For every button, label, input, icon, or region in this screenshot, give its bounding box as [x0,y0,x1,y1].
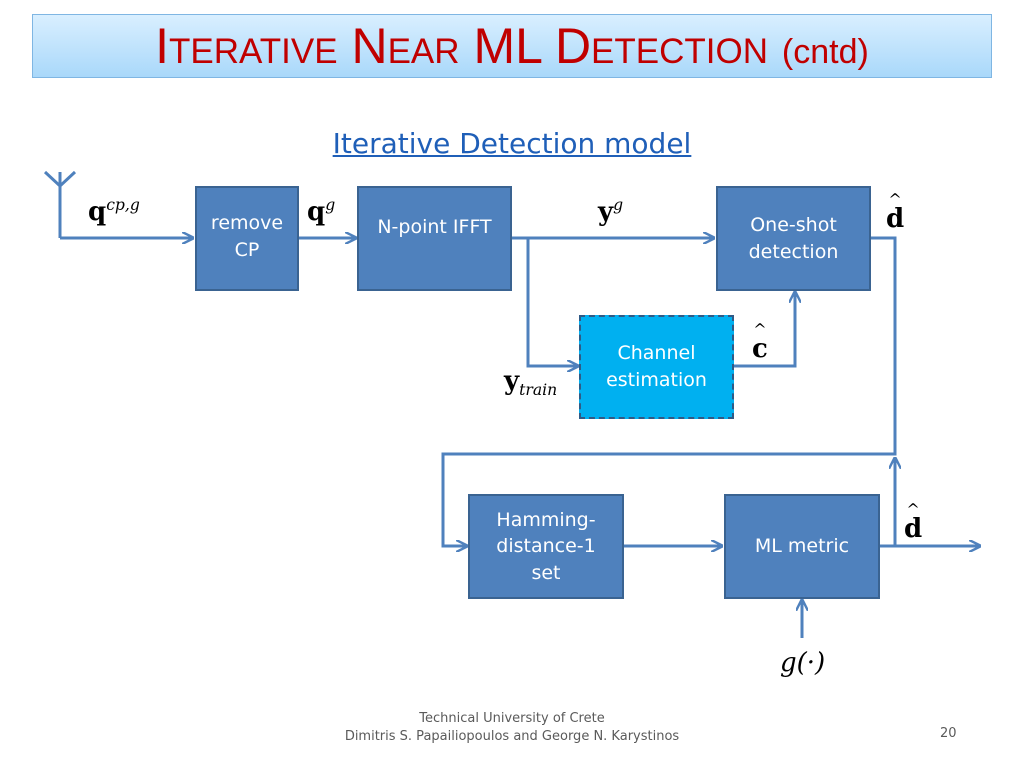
ifft-block: N-point IFFT [357,186,512,291]
one-shot-label: One-shot detection [748,213,839,263]
y-train-label: ytrain [504,366,558,399]
remove-cp-block: remove CP [195,186,299,291]
slide-title-suffix: (cntd) [781,33,869,71]
diagram-subtitle: Iterative Detection model [332,127,692,160]
page-number: 20 [940,726,957,741]
g-function-label: g(·) [780,648,826,678]
channel-estimation-block: Channel estimation [579,315,734,419]
ml-metric-block: ML metric [724,494,880,599]
wire-oneshot-loop [441,236,897,546]
wire-feedback [880,458,895,548]
ml-metric-label: ML metric [754,535,850,558]
q-cp-g-label: qcp,g [88,196,140,227]
c-hat-label: c [752,336,768,362]
ifft-label: N-point IFFT [377,216,492,238]
channel-estimation-label: Channel estimation [606,342,707,391]
hamming-distance-block: Hamming-distance-1 set [468,494,624,599]
title-bar: Iterative Near ML Detection (cntd) [32,14,992,78]
one-shot-detection-block: One-shot detection [716,186,871,291]
remove-cp-label: remove CP [210,212,284,261]
footer-authors: Dimitris S. Papailiopoulos and George N.… [344,729,680,745]
wire-channel-oneshot [734,292,795,368]
q-g-label: qg [307,196,336,227]
footer-institution: Technical University of Crete [419,711,605,726]
wire-branch-channel [526,238,578,366]
d-hat-label-2: d [904,516,922,542]
slide-title-main: Iterative Near ML Detection [155,18,768,74]
y-g-label: yg [598,196,624,227]
antenna-icon [43,170,77,238]
slide-footer: Technical University of Crete Dimitris S… [0,710,1024,746]
hamming-label: Hamming-distance-1 set [496,508,596,584]
slide-title: Iterative Near ML Detection (cntd) [155,21,869,71]
d-hat-label-1: d [886,206,904,232]
